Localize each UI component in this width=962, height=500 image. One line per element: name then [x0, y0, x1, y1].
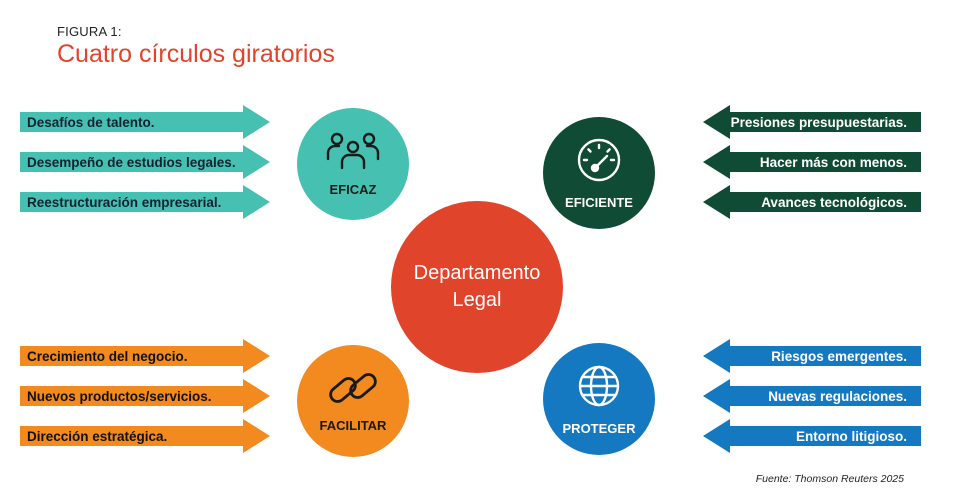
- facilitar-label: FACILITAR: [319, 418, 387, 433]
- link-chain-icon: [326, 369, 380, 412]
- eficaz-arrow-1: Desafíos de talento.: [20, 105, 270, 139]
- eficaz-circle: EFICAZ: [297, 108, 409, 220]
- arrow-label: Desafíos de talento.: [27, 114, 155, 130]
- proteger-circle: PROTEGER: [543, 343, 655, 455]
- departamento-legal-circle: Departamento Legal: [391, 201, 563, 373]
- arrow-label: Hacer más con menos.: [759, 154, 907, 170]
- gauge-icon: [575, 136, 623, 189]
- arrow-label: Nuevos productos/servicios.: [27, 388, 212, 404]
- facilitar-arrow-2: Nuevos productos/servicios.: [20, 379, 270, 413]
- arrow-label: Reestructuración empresarial.: [27, 194, 222, 210]
- eficaz-arrow-2: Desempeño de estudios legales.: [20, 145, 270, 179]
- arrow-label: Crecimiento del negocio.: [27, 348, 188, 364]
- globe-icon: [575, 362, 623, 415]
- proteger-arrow-1: Riesgos emergentes.: [703, 339, 921, 373]
- facilitar-arrow-1: Crecimiento del negocio.: [20, 339, 270, 373]
- eficiente-arrow-3: Avances tecnológicos.: [703, 185, 921, 219]
- source-note: Fuente: Thomson Reuters 2025: [755, 473, 904, 485]
- proteger-label: PROTEGER: [562, 421, 636, 436]
- eficiente-circle: EFICIENTE: [543, 117, 655, 229]
- proteger-arrow-2: Nuevas regulaciones.: [703, 379, 921, 413]
- figure-title: Cuatro círculos giratorios: [57, 40, 335, 68]
- proteger-arrow-3: Entorno litigioso.: [703, 419, 921, 453]
- arrow-label: Riesgos emergentes.: [771, 348, 907, 364]
- arrow-label: Entorno litigioso.: [796, 428, 907, 444]
- center-label-line2: Legal: [452, 289, 502, 311]
- arrow-label: Avances tecnológicos.: [761, 194, 907, 210]
- eficaz-arrow-3: Reestructuración empresarial.: [20, 185, 270, 219]
- eficiente-label: EFICIENTE: [565, 195, 633, 210]
- figure-label: FIGURA 1:: [57, 24, 122, 39]
- arrow-label: Presiones presupuestarias.: [730, 114, 907, 130]
- arrow-label: Desempeño de estudios legales.: [27, 154, 236, 170]
- eficiente-arrow-2: Hacer más con menos.: [703, 145, 921, 179]
- arrow-label: Nuevas regulaciones.: [768, 388, 907, 404]
- arrow-label: Dirección estratégica.: [27, 428, 168, 444]
- eficaz-label: EFICAZ: [329, 182, 377, 197]
- people-group-icon: [326, 131, 380, 176]
- facilitar-circle: FACILITAR: [297, 345, 409, 457]
- eficiente-arrow-1: Presiones presupuestarias.: [703, 105, 921, 139]
- facilitar-arrow-3: Dirección estratégica.: [20, 419, 270, 453]
- center-label-line1: Departamento: [413, 262, 541, 284]
